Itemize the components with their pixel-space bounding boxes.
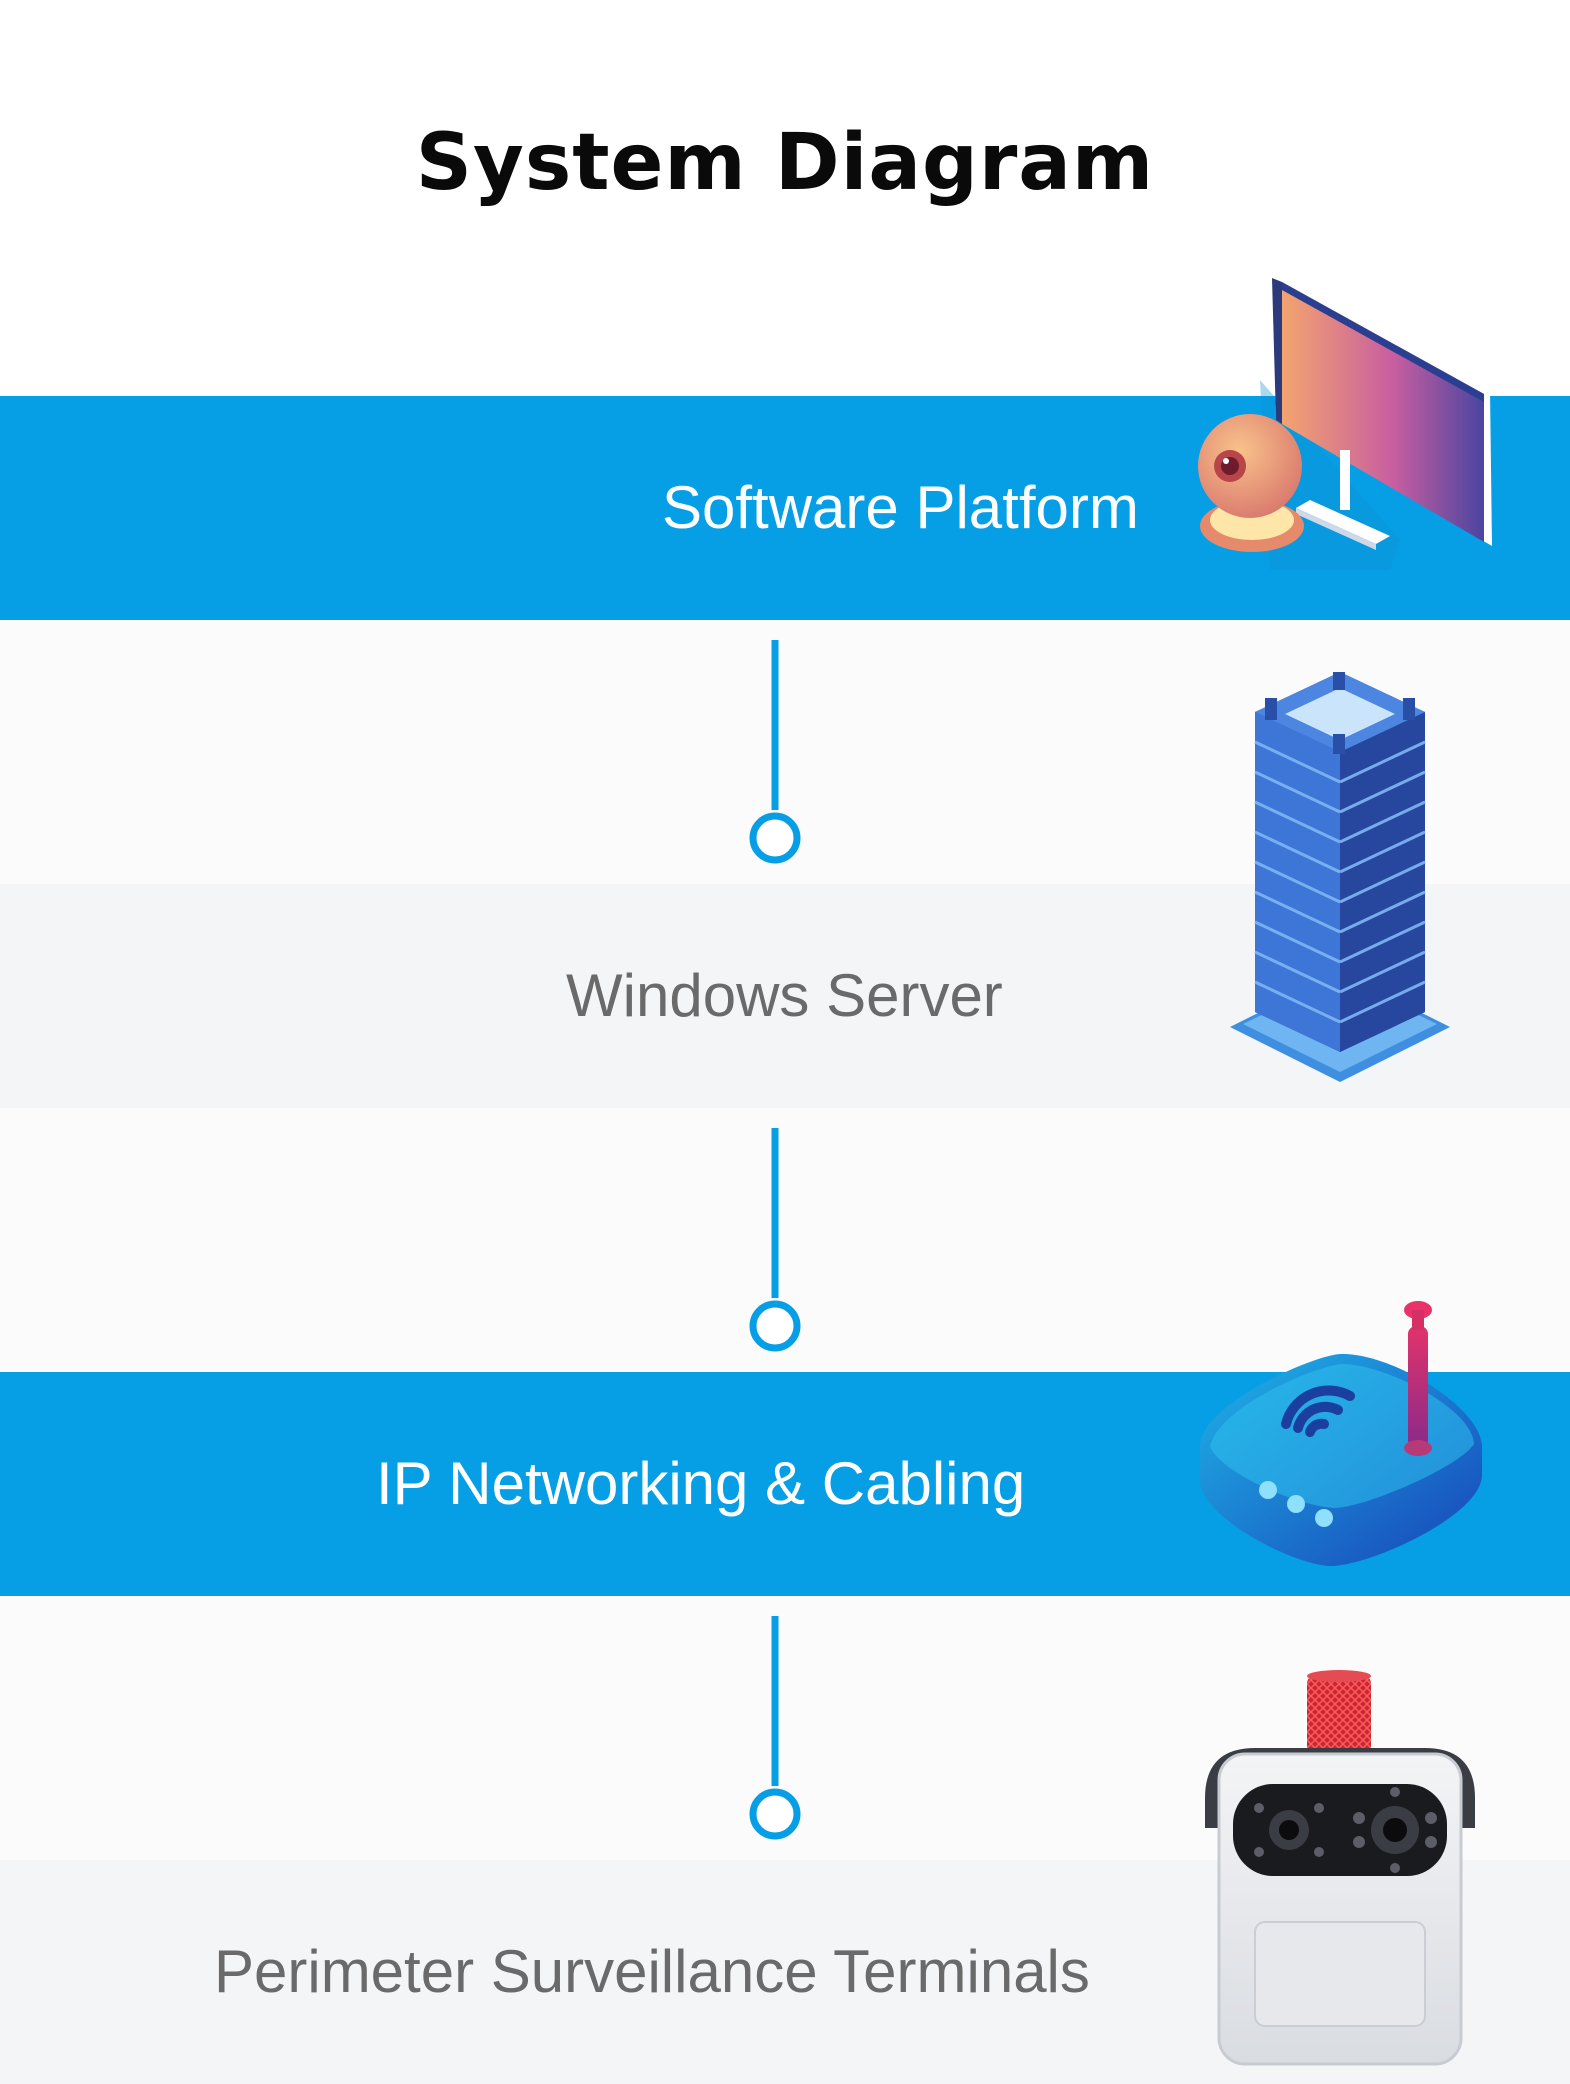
surveillance-camera-icon — [1205, 1670, 1475, 2066]
router-icon — [1200, 1301, 1482, 1566]
server-tower-icon — [1230, 672, 1450, 1082]
connector-line — [749, 640, 801, 864]
layer-label: Windows Server — [566, 962, 1003, 1029]
layer-label: Perimeter Surveillance Terminals — [214, 1938, 1090, 2005]
connector-line — [749, 1616, 801, 1840]
layer-label: IP Networking & Cabling — [376, 1450, 1026, 1517]
monitor-webcam-icon — [1198, 278, 1492, 570]
layer-label: Software Platform — [662, 474, 1139, 541]
page-title: System Diagram — [415, 118, 1155, 208]
connector-line — [749, 1128, 801, 1352]
